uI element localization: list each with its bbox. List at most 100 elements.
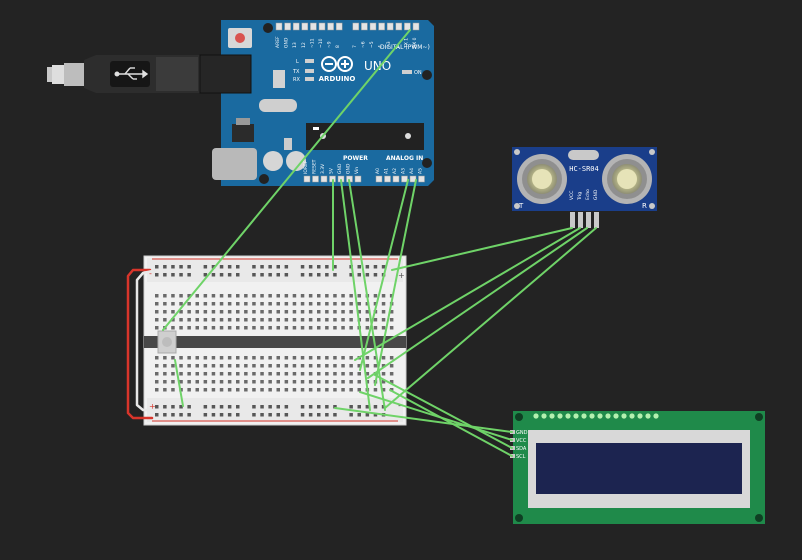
breadboard-hole[interactable]: [211, 318, 216, 322]
breadboard-hole[interactable]: [203, 310, 208, 314]
breadboard-hole[interactable]: [203, 326, 208, 330]
rail-hole[interactable]: [317, 273, 321, 277]
rail-hole[interactable]: [227, 413, 232, 417]
breadboard-hole[interactable]: [325, 380, 329, 384]
breadboard-hole[interactable]: [187, 388, 191, 392]
rail-hole[interactable]: [179, 405, 183, 409]
breadboard-hole[interactable]: [244, 356, 248, 360]
breadboard-hole[interactable]: [171, 364, 175, 368]
breadboard-hole[interactable]: [276, 388, 281, 392]
rail-hole[interactable]: [284, 265, 289, 269]
wire-trig-sensor[interactable]: [354, 227, 581, 361]
breadboard-hole[interactable]: [211, 310, 216, 314]
breadboard-hole[interactable]: [163, 364, 167, 368]
breadboard-hole[interactable]: [373, 318, 378, 322]
rail-hole[interactable]: [203, 405, 208, 409]
rail-hole[interactable]: [163, 273, 167, 277]
breadboard-hole[interactable]: [325, 318, 329, 322]
rail-hole[interactable]: [317, 405, 321, 409]
rail-hole[interactable]: [268, 265, 272, 269]
analog-pin[interactable]: [401, 175, 408, 183]
breadboard-hole[interactable]: [349, 372, 353, 376]
breadboard-hole[interactable]: [284, 380, 289, 384]
breadboard-hole[interactable]: [195, 380, 200, 384]
rail-hole[interactable]: [252, 413, 256, 417]
breadboard-hole[interactable]: [325, 302, 329, 306]
breadboard-hole[interactable]: [325, 326, 329, 330]
rail-hole[interactable]: [365, 405, 370, 409]
breadboard-hole[interactable]: [203, 372, 208, 376]
rail-hole[interactable]: [373, 265, 378, 269]
breadboard-hole[interactable]: [349, 326, 353, 330]
digital-pin[interactable]: [301, 22, 309, 31]
breadboard-hole[interactable]: [187, 326, 191, 330]
breadboard-hole[interactable]: [187, 294, 191, 298]
digital-pin[interactable]: [292, 22, 300, 31]
breadboard-hole[interactable]: [260, 364, 264, 368]
breadboard-hole[interactable]: [155, 318, 159, 322]
breadboard-hole[interactable]: [308, 310, 313, 314]
breadboard-hole[interactable]: [171, 318, 175, 322]
breadboard-hole[interactable]: [195, 356, 200, 360]
breadboard-hole[interactable]: [284, 326, 289, 330]
breadboard-hole[interactable]: [276, 356, 281, 360]
rail-hole[interactable]: [365, 413, 370, 417]
digital-pin[interactable]: [310, 22, 317, 31]
sensor-pin[interactable]: [570, 212, 575, 228]
breadboard-hole[interactable]: [219, 388, 224, 392]
sensor-pin[interactable]: [578, 212, 583, 228]
breadboard-hole[interactable]: [244, 372, 248, 376]
breadboard-hole[interactable]: [211, 302, 216, 306]
breadboard-hole[interactable]: [292, 380, 297, 384]
breadboard-hole[interactable]: [260, 326, 264, 330]
digital-pin[interactable]: [327, 22, 334, 31]
breadboard-hole[interactable]: [187, 310, 191, 314]
breadboard-hole[interactable]: [155, 380, 159, 384]
breadboard-hole[interactable]: [365, 364, 370, 368]
breadboard-hole[interactable]: [333, 310, 337, 314]
rail-hole[interactable]: [300, 273, 305, 277]
rail-hole[interactable]: [284, 405, 289, 409]
breadboard-hole[interactable]: [373, 356, 378, 360]
rail-hole[interactable]: [268, 405, 272, 409]
breadboard-hole[interactable]: [171, 294, 175, 298]
sensor-pin[interactable]: [586, 212, 591, 228]
rail-hole[interactable]: [300, 265, 305, 269]
rail-hole[interactable]: [365, 265, 370, 269]
breadboard-hole[interactable]: [236, 356, 240, 360]
rail-hole[interactable]: [268, 273, 272, 277]
breadboard-hole[interactable]: [381, 380, 386, 384]
breadboard-hole[interactable]: [260, 380, 264, 384]
breadboard-hole[interactable]: [341, 380, 345, 384]
breadboard-hole[interactable]: [349, 302, 353, 306]
breadboard-hole[interactable]: [325, 356, 329, 360]
breadboard-hole[interactable]: [171, 380, 175, 384]
breadboard-hole[interactable]: [268, 302, 272, 306]
breadboard-hole[interactable]: [187, 364, 191, 368]
breadboard-hole[interactable]: [219, 326, 224, 330]
breadboard-hole[interactable]: [357, 302, 362, 306]
rail-hole[interactable]: [171, 405, 175, 409]
breadboard-hole[interactable]: [276, 326, 281, 330]
breadboard-hole[interactable]: [252, 294, 256, 298]
breadboard-hole[interactable]: [227, 302, 232, 306]
breadboard-hole[interactable]: [252, 302, 256, 306]
breadboard-hole[interactable]: [211, 380, 216, 384]
rail-hole[interactable]: [171, 413, 175, 417]
usb-cable[interactable]: [47, 55, 200, 93]
rail-hole[interactable]: [260, 405, 264, 409]
digital-pin[interactable]: [361, 22, 368, 31]
breadboard-hole[interactable]: [357, 364, 362, 368]
digital-pin[interactable]: [335, 22, 343, 31]
breadboard-hole[interactable]: [333, 302, 337, 306]
rail-hole[interactable]: [211, 273, 216, 277]
breadboard-hole[interactable]: [252, 364, 256, 368]
rail-hole[interactable]: [260, 265, 264, 269]
breadboard-hole[interactable]: [211, 364, 216, 368]
breadboard-hole[interactable]: [268, 318, 272, 322]
wire-lcd-gnd[interactable]: [334, 407, 513, 433]
breadboard-hole[interactable]: [317, 302, 321, 306]
breadboard-hole[interactable]: [341, 294, 345, 298]
breadboard-hole[interactable]: [236, 388, 240, 392]
breadboard-hole[interactable]: [365, 318, 370, 322]
